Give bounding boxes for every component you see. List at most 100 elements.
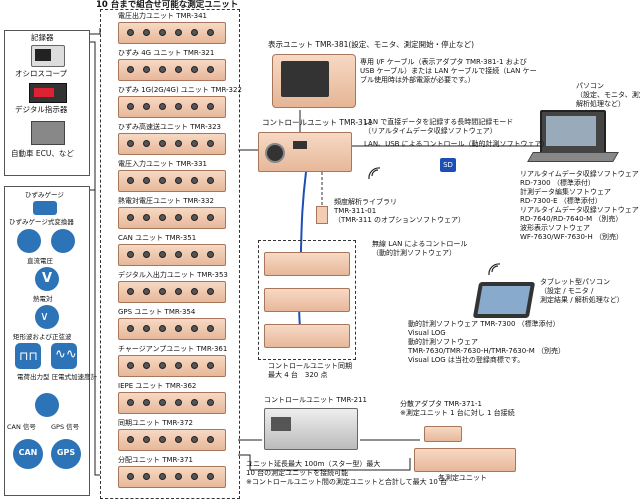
adapter-text: 分散アダプタ TMR-371-1 ※測定ユニット 1 台に対し 1 台接続 — [400, 400, 515, 417]
control-211-label: コントロールユニット TMR-211 — [264, 396, 368, 404]
unit-device-0 — [118, 22, 226, 44]
connector-icon — [143, 140, 150, 147]
lan-mode-text: LAN で直接データを記録する長時間記録モード （リアルタイムデータ収録ソフトウ… — [364, 118, 514, 135]
connector-icon — [191, 325, 198, 332]
adapter-device — [424, 426, 462, 442]
connector-icon — [191, 29, 198, 36]
sync-unit-2 — [264, 288, 350, 312]
connector-icon — [207, 473, 214, 480]
connector-icon — [143, 325, 150, 332]
connector-icon — [127, 325, 134, 332]
unit-device-4 — [118, 170, 226, 192]
unit-device-6 — [118, 244, 226, 266]
sync-group — [258, 240, 356, 360]
connector-icon — [127, 103, 134, 110]
measurement-units-group — [100, 9, 240, 499]
connector-icon — [127, 140, 134, 147]
sensor-panel: ひずみゲージ ひずみゲージ式変換器 直流電圧 V 熱電対 ∨ 矩形波および正弦波… — [4, 186, 97, 496]
connector-icon — [143, 473, 150, 480]
software-list: リアルタイムデータ収録ソフトウェア RD-7300 （標準添付） 計測データ編集… — [520, 170, 639, 241]
connector-icon — [143, 29, 150, 36]
unit-label-6: CAN ユニット TMR-351 — [118, 234, 197, 242]
connector-icon — [127, 362, 134, 369]
sync-unit-3 — [264, 324, 350, 348]
connector-icon — [175, 214, 182, 221]
connector-icon — [159, 399, 166, 406]
connector-icon — [143, 251, 150, 258]
gps-icon: GPS — [51, 439, 81, 469]
laptop-icon — [540, 110, 606, 154]
connector-icon — [207, 362, 214, 369]
header-caption: 10 台まで組合せ可能な測定ユニット — [96, 0, 239, 10]
connector-icon — [191, 399, 198, 406]
tablet-icon — [472, 282, 536, 318]
unit-device-1 — [118, 59, 226, 81]
connector-icon — [191, 473, 198, 480]
connector-icon — [207, 103, 214, 110]
connector-icon — [175, 362, 182, 369]
connector-icon — [159, 436, 166, 443]
connector-icon — [159, 140, 166, 147]
connector-icon — [127, 177, 134, 184]
connector-icon — [159, 288, 166, 295]
dc-voltage-icon: V — [35, 267, 59, 291]
connector-icon — [175, 325, 182, 332]
connector-icon — [159, 214, 166, 221]
sensor-label-4: 矩形波および正弦波 — [13, 333, 72, 341]
can-icon: CAN — [13, 439, 43, 469]
sensor-label-3: 熱電対 — [33, 295, 53, 303]
connector-icon — [175, 399, 182, 406]
sensor-label-1: ひずみゲージ式変換器 — [9, 218, 74, 226]
sine-wave-icon: ∿∿ — [51, 343, 77, 369]
connector-icon — [143, 436, 150, 443]
meas-unit-device — [414, 448, 516, 472]
connector-icon — [207, 251, 214, 258]
port-icon — [293, 141, 307, 149]
strain-gauge-icon — [33, 201, 57, 215]
unit-device-11 — [118, 429, 226, 451]
connector-icon — [191, 362, 198, 369]
unit-label-1: ひずみ 4G ユニット TMR-321 — [118, 49, 215, 57]
digital-indicator-icon — [29, 83, 67, 103]
sensor-label-2: 直流電圧 — [27, 257, 53, 265]
connector-icon — [191, 66, 198, 73]
display-unit-device — [272, 54, 356, 108]
transducer-icon — [17, 229, 41, 253]
connector-icon — [175, 29, 182, 36]
pc-label: パソコン （設定、モニタ、測定結果、 解析処理など） — [576, 82, 640, 108]
display-screen-icon — [281, 61, 329, 97]
connector-icon — [175, 140, 182, 147]
sync-unit-1 — [264, 252, 350, 276]
unit-label-2: ひずみ 1G(2G/4G) ユニット TMR-322 — [118, 86, 242, 94]
connector-icon — [159, 29, 166, 36]
connector-icon — [127, 66, 134, 73]
square-wave-icon: ⊓⊓ — [15, 343, 41, 369]
unit-label-8: GPS ユニット TMR-354 — [118, 308, 196, 316]
connector-icon — [143, 66, 150, 73]
control-unit-label: コントロールユニット TMR-311 — [262, 118, 373, 127]
connector-icon — [207, 29, 214, 36]
connector-icon — [159, 473, 166, 480]
connector-icon — [191, 177, 198, 184]
unit-label-12: 分配ユニット TMR-371 — [118, 456, 194, 464]
tablet-label: タブレット型パソコン （設定 / モニタ / 測定結果 / 解析処理など） — [540, 278, 624, 304]
lan-usb-text: LAN、USB によるコントロール（動的計測ソフトウェア） — [364, 140, 549, 148]
connector-icon — [159, 325, 166, 332]
sensor-label-7: GPS 信号 — [51, 423, 80, 431]
connector-icon — [175, 103, 182, 110]
sensor-label-6: CAN 信号 — [7, 423, 36, 431]
connector-icon — [207, 214, 214, 221]
connector-icon — [191, 214, 198, 221]
tablet-software: 動的計測ソフトウェア TMR-7300 （標準添付） Visual LOG 動的… — [408, 320, 566, 364]
unit-device-3 — [118, 133, 226, 155]
connector-icon — [207, 436, 214, 443]
display-unit-label: 表示ユニット TMR-381(設定、モニタ、測定開始・停止など) — [268, 40, 474, 49]
extension-text: ユニット延長最大 100m（スター型）最大 10 台の測定ユニットを接続可能 ※… — [246, 460, 448, 486]
unit-device-5 — [118, 207, 226, 229]
sd-card-icon: SD — [440, 158, 456, 172]
connector-icon — [207, 288, 214, 295]
unit-device-7 — [118, 281, 226, 303]
connector-icon — [127, 214, 134, 221]
connector-icon — [143, 288, 150, 295]
